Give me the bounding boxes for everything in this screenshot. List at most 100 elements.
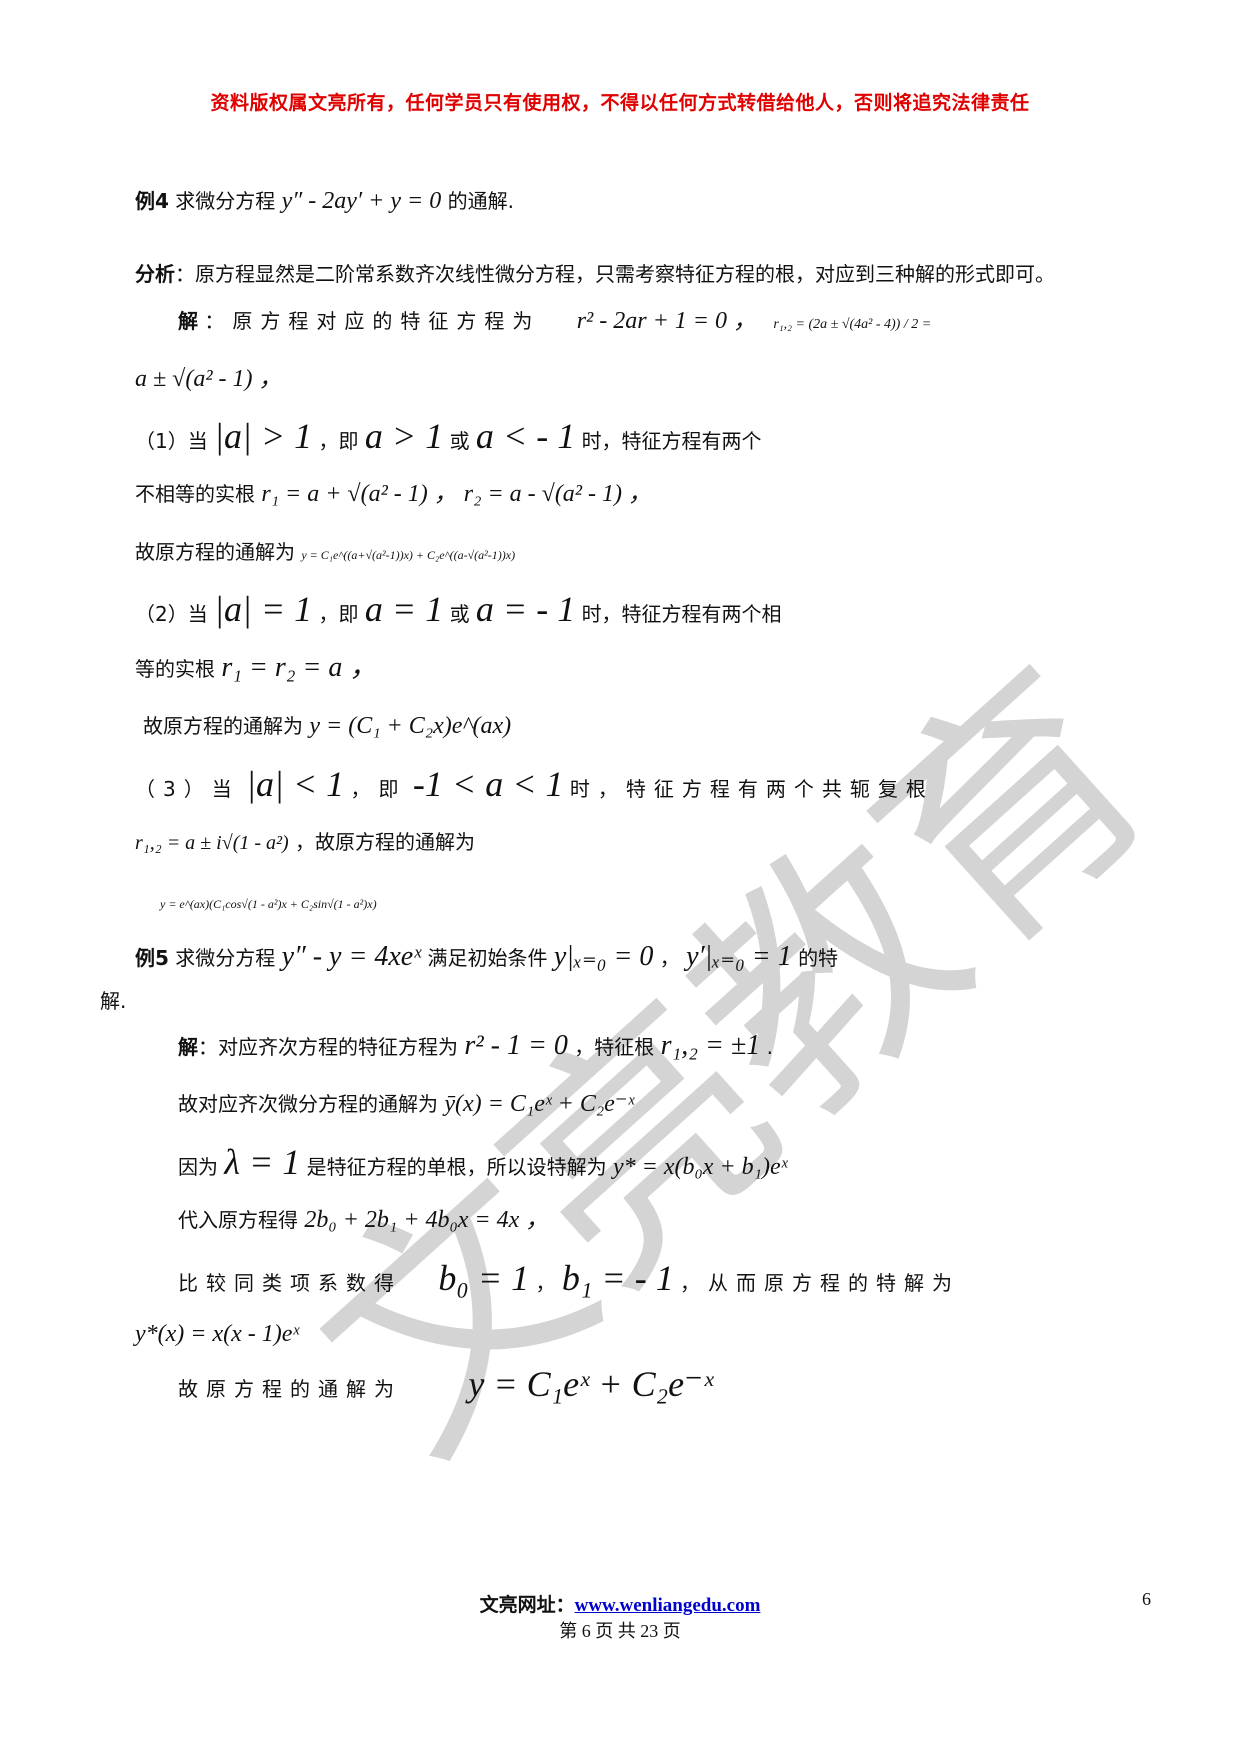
roots-result-line: a ± √(a² - 1) ， <box>135 363 283 395</box>
char-equation: r² - 2ar + 1 = 0 ， <box>576 308 757 334</box>
solution5-char-equation: r² - 1 = 0 <box>464 1030 568 1061</box>
example4-prefix: 求微分方程 <box>175 189 276 213</box>
solution-label: 解 <box>178 309 198 333</box>
case2-roots-line: 等的实根 r₁ = r₂ = a ， <box>135 652 377 685</box>
solution-line: 解 ：原方程对应的特征方程为 r² - 2ar + 1 = 0 ， r₁,₂ =… <box>178 305 931 341</box>
homog-line: 故对应齐次微分方程的通解为 ȳ(x) = C₁eˣ + C₂e⁻ˣ <box>178 1088 634 1120</box>
compare-comma: ， <box>535 1271 556 1295</box>
example4-line: 例4 求微分方程 y″ - 2ay′ + y = 0 的通解. <box>135 185 514 217</box>
solution5-roots-label: ，特征根 <box>574 1035 655 1059</box>
case2-condition3: a = - 1 <box>475 589 576 629</box>
example5-wrap: 解. <box>100 989 127 1013</box>
page-number: 6 <box>1142 1589 1151 1609</box>
b1-value: b₁ = - 1 <box>561 1258 674 1298</box>
case2-roots: r₁ = r₂ = a ， <box>221 652 378 683</box>
b0-value: b₀ = 1 <box>438 1258 530 1298</box>
analysis-text: ：原方程显然是二阶常系数齐次线性微分方程，只需考察特征方程的根，对应到三种解的形… <box>175 262 1055 286</box>
example5-wrap-line: 解. <box>100 985 126 1017</box>
example5-init1: y|ₓ₌₀ = 0 <box>553 941 654 972</box>
solution5-period: . <box>766 1035 773 1059</box>
substitute-equation: 2b₀ + 2b₁ + 4b₀x = 4x ， <box>304 1207 550 1233</box>
solution5-line: 解：对应齐次方程的特征方程为 r² - 1 = 0 ，特征根 r₁,₂ = ±1… <box>178 1030 773 1063</box>
example5-init2: y′|ₓ₌₀ = 1 <box>686 941 792 972</box>
copyright-notice: 资料版权属文亮所有，任何学员只有使用权，不得以任何方式转借给他人，否则将追究法律… <box>210 92 1030 114</box>
solution-text: ：原方程对应的特征方程为 <box>204 309 541 333</box>
homog-label: 故对应齐次微分方程的通解为 <box>178 1092 438 1116</box>
case1-lead: （1）当 <box>135 429 208 453</box>
case1-condition2: a > 1 <box>364 416 444 456</box>
case2-or: 或 <box>449 602 470 626</box>
case3-general-line: y = e^(ax)(C₁cos√(1 - a²)x + C₂sin√(1 - … <box>160 885 377 920</box>
example5-sep: ， <box>659 946 680 970</box>
example5-suffix: 的特 <box>798 946 839 970</box>
single-root-text: 是特征方程的单根，所以设特解为 <box>306 1155 607 1179</box>
case3-tail: 时，特征方程有两个共轭复根 <box>569 777 934 801</box>
case1-condition3: a < - 1 <box>475 416 576 456</box>
solution5-label: 解 <box>178 1035 198 1059</box>
footer-website: 文亮网址：www.wenliangedu.com <box>0 1590 1240 1617</box>
case1-general-label: 故原方程的通解为 <box>135 540 295 564</box>
example5-equation: y″ - y = 4xeˣ <box>281 941 422 972</box>
case2-condition2: a = 1 <box>364 589 444 629</box>
case2-roots-text: 等的实根 <box>135 657 215 681</box>
case2-general-label: 故原方程的通解为 <box>143 714 303 738</box>
roots-fraction: r₁,₂ = (2a ± √(4a² - 4)) / 2 = <box>773 317 932 332</box>
solution5-roots: r₁,₂ = ±1 <box>660 1030 761 1061</box>
compare-label: 比较同类项系数得 <box>178 1271 402 1295</box>
case2-condition: |a| = 1 <box>214 589 313 629</box>
example5-middle: 满足初始条件 <box>427 946 548 970</box>
case2-line: （2）当 |a| = 1 ，即 a = 1 或 a = - 1 时，特征方程有两… <box>135 591 782 630</box>
particular-line: y*(x) = x(x - 1)eˣ <box>135 1318 299 1350</box>
substitute-line: 代入原方程得 2b₀ + 2b₁ + 4b₀x = 4x ， <box>178 1204 549 1236</box>
analysis-line: 分析：原方程显然是二阶常系数齐次线性微分方程，只需考察特征方程的根，对应到三种解… <box>135 258 1055 290</box>
case1-line: （1）当 |a| > 1 ，即 a > 1 或 a < - 1 时，特征方程有两… <box>135 418 762 457</box>
example5-label: 例5 <box>135 946 169 970</box>
case1-condition: |a| > 1 <box>214 416 313 456</box>
footer-page-count: 第 6 页 共 23 页 <box>559 1621 681 1641</box>
case2-general-line: 故原方程的通解为 y = (C₁ + C₂x)e^(ax) <box>143 710 511 742</box>
case1-general-line: 故原方程的通解为 y = C₁e^((a+√(a²-1))x) + C₂e^((… <box>135 536 515 571</box>
substitute-label: 代入原方程得 <box>178 1208 298 1232</box>
case3-lead: （3）当 <box>135 777 240 801</box>
example4-equation: y″ - 2ay′ + y = 0 <box>281 188 442 214</box>
case1-general: y = C₁e^((a+√(a²-1))x) + C₂e^((a-√(a²-1)… <box>301 548 516 562</box>
case1-roots: r₁ = a + √(a² - 1) ， r₂ = a - √(a² - 1) … <box>261 481 652 507</box>
example4-suffix: 的通解. <box>447 189 514 213</box>
footer-site-label: 文亮网址： <box>479 1595 575 1616</box>
case3-condition: |a| < 1 <box>246 764 345 804</box>
case2-general: y = (C₁ + C₂x)e^(ax) <box>309 713 512 739</box>
case1-or: 或 <box>449 429 470 453</box>
case3-line: （3）当 |a| < 1 ，即 -1 < a < 1 时，特征方程有两个共轭复根 <box>135 766 934 805</box>
particular-solution: y*(x) = x(x - 1)eˣ <box>135 1321 300 1347</box>
case3-roots-line: r₁,₂ = a ± i√(1 - a²) ，故原方程的通解为 <box>135 826 475 859</box>
example4-label: 例4 <box>135 189 169 213</box>
homog-solution: ȳ(x) = C₁eˣ + C₂e⁻ˣ <box>444 1091 635 1117</box>
case3-mid: ，即 <box>350 777 407 801</box>
analysis-label: 分析 <box>135 262 175 286</box>
case3-general: y = e^(ax)(C₁cos√(1 - a²)x + C₂sin√(1 - … <box>160 897 377 911</box>
roots-result: a ± √(a² - 1) ， <box>135 366 283 392</box>
case1-roots-line: 不相等的实根 r₁ = a + √(a² - 1) ， r₂ = a - √(a… <box>135 478 652 510</box>
case2-tail: 时，特征方程有两个相 <box>581 602 782 626</box>
final-general-solution: y = C₁eˣ + C₂e⁻ˣ <box>468 1364 714 1404</box>
final-general-label: 故原方程的通解为 <box>178 1377 402 1401</box>
example5-prefix: 求微分方程 <box>175 946 276 970</box>
compare-line: 比较同类项系数得 b₀ = 1 ， b₁ = - 1 ，从而原方程的特解为 <box>178 1260 961 1299</box>
compare-tail: ，从而原方程的特解为 <box>680 1271 961 1295</box>
case1-tail: 时，特征方程有两个 <box>581 429 762 453</box>
case3-condition2: -1 < a < 1 <box>412 764 564 804</box>
because-line: 因为 λ = 1 是特征方程的单根，所以设特解为 y* = x(b₀x + b₁… <box>178 1144 788 1183</box>
because-label: 因为 <box>178 1155 218 1179</box>
case3-general-label: ，故原方程的通解为 <box>295 830 476 854</box>
solution5-text: ：对应齐次方程的特征方程为 <box>198 1035 458 1059</box>
case2-lead: （2）当 <box>135 602 208 626</box>
particular-form: y* = x(b₀x + b₁)eˣ <box>612 1154 788 1180</box>
case1-roots-text: 不相等的实根 <box>135 482 255 506</box>
lambda-value: λ = 1 <box>224 1142 301 1182</box>
case3-roots: r₁,₂ = a ± i√(1 - a²) <box>135 832 289 854</box>
example5-line: 例5 求微分方程 y″ - y = 4xeˣ 满足初始条件 y|ₓ₌₀ = 0 … <box>135 941 838 974</box>
final-general-line: 故原方程的通解为 y = C₁eˣ + C₂e⁻ˣ <box>178 1366 713 1405</box>
case2-mid: ，即 <box>318 602 359 626</box>
footer-site-link[interactable]: www.wenliangedu.com <box>574 1595 761 1616</box>
case1-mid: ，即 <box>318 429 359 453</box>
